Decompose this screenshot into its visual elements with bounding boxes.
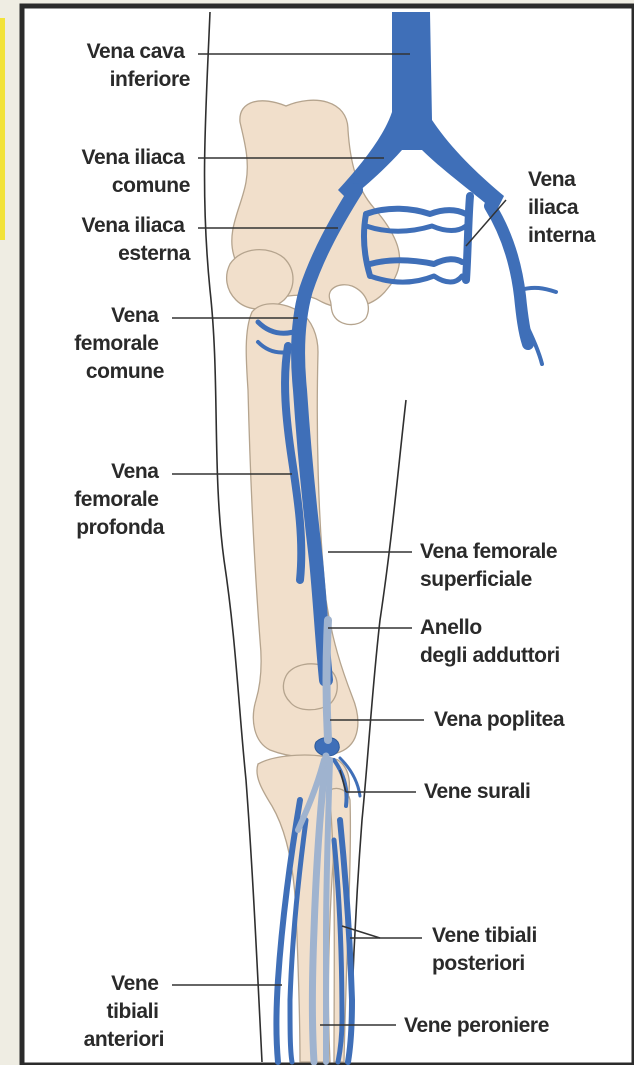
label-vene-peroniere: Vene peroniere — [404, 1014, 549, 1037]
label-vene-surali: Vene surali — [424, 780, 531, 803]
accent-strip — [0, 18, 5, 240]
internal-iliac-vein — [466, 196, 470, 280]
label-vena-poplitea: Vena poplitea — [434, 708, 565, 731]
popliteal-vein — [327, 620, 329, 740]
femoral-head — [227, 250, 293, 309]
